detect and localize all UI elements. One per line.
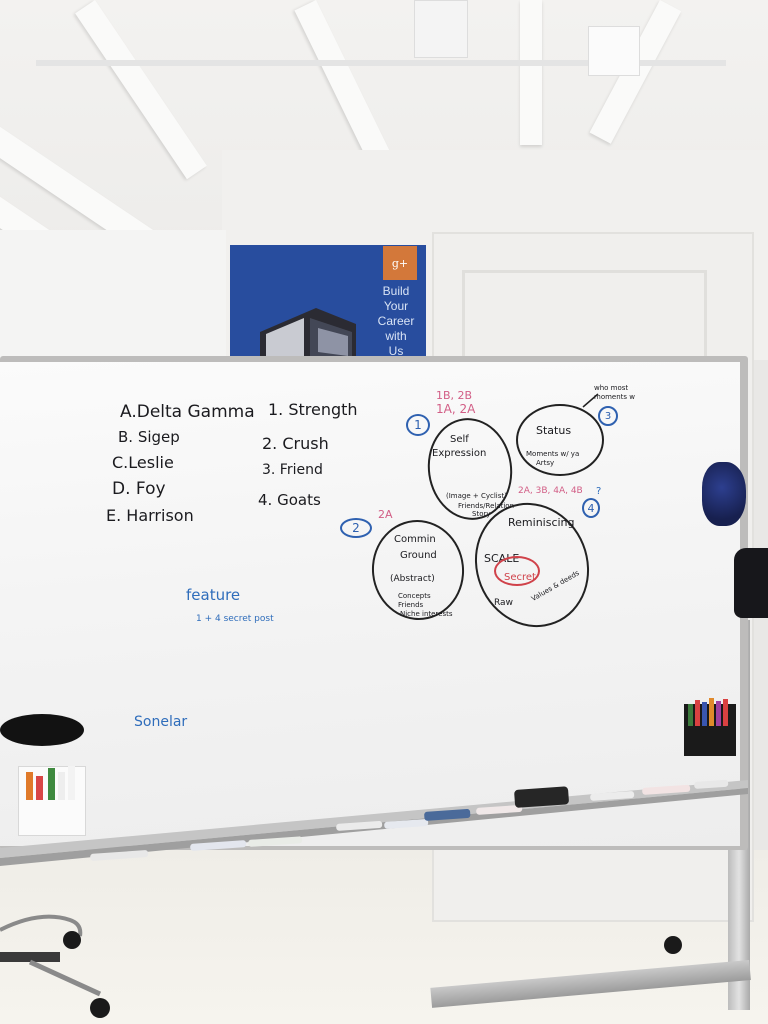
- poster-line: Your: [383, 299, 409, 313]
- poster-line: Build: [382, 284, 410, 298]
- board-eraser[interactable]: [0, 714, 84, 746]
- list-item: 3. Friend: [262, 462, 323, 478]
- cluster-title: Status: [536, 424, 572, 437]
- cluster-circle-status: [516, 404, 604, 476]
- office-chair: [0, 914, 110, 1018]
- hanging-jacket: [734, 548, 768, 618]
- ceiling-conduit: [36, 60, 726, 66]
- board-eraser[interactable]: [702, 462, 746, 526]
- secret-circle: [494, 556, 540, 586]
- cluster-note: Moments w/ ya: [526, 450, 580, 458]
- poster-slogan: Build Your Career with Us: [371, 284, 421, 359]
- arrow-line: [582, 393, 599, 408]
- cluster-title: Reminiscing: [508, 516, 575, 529]
- cluster-codes: 2A, 3B, 4A, 4B: [518, 486, 583, 496]
- list-item: A.Delta Gamma: [120, 402, 255, 422]
- cluster-note: Artsy: [536, 459, 555, 467]
- bottom-word: Sonelar: [134, 714, 188, 730]
- cluster-note: Friends: [398, 601, 424, 609]
- feature-note: 1 + 4 secret post: [196, 614, 274, 624]
- ceiling-beam: [520, 0, 542, 145]
- list-item: E. Harrison: [106, 506, 194, 525]
- cluster-codes: 1B, 2B: [436, 389, 473, 402]
- cluster-number: 3: [598, 406, 618, 426]
- list-item: D. Foy: [112, 479, 166, 499]
- cluster-number: 1: [406, 414, 430, 436]
- poster-line: Us: [388, 344, 404, 358]
- poster-line: Career: [377, 314, 415, 328]
- cluster-number: 4: [582, 498, 600, 518]
- poster-line: with: [385, 329, 407, 343]
- markers-in-cup: [688, 698, 728, 726]
- whiteboard: [0, 362, 740, 846]
- caster-wheel: [664, 936, 682, 954]
- cluster-side-note: who most: [594, 384, 629, 392]
- left-wall: [0, 230, 226, 370]
- cluster-note: Friends/Relation: [458, 502, 515, 510]
- list-item: 4. Goats: [258, 491, 321, 509]
- cluster-side-note: moments w: [594, 393, 636, 401]
- cluster-number: 2: [340, 518, 372, 538]
- cluster-mark: ?: [596, 486, 602, 497]
- cluster-note: Story: [472, 510, 491, 518]
- cluster-title: Expression: [432, 448, 487, 459]
- cluster-note: Niche interests: [400, 610, 453, 618]
- cluster-title: Commin: [394, 534, 436, 545]
- junction-box: [414, 0, 468, 58]
- list-item: B. Sigep: [118, 428, 180, 446]
- cluster-title: Ground: [400, 550, 437, 561]
- door-panel: [462, 270, 707, 365]
- cluster-codes: 1A, 2A: [436, 402, 476, 416]
- cluster-title: Self: [450, 434, 469, 445]
- feature-label: feature: [186, 586, 241, 604]
- list-item: 1. Strength: [268, 400, 358, 419]
- company-logo: g+: [383, 246, 417, 280]
- markers-in-cup: [26, 766, 75, 800]
- list-item: C.Leslie: [112, 453, 174, 472]
- cluster-note: Concepts: [398, 592, 431, 600]
- cluster-raw: Raw: [494, 598, 513, 608]
- junction-box: [588, 26, 640, 76]
- cluster-code: 2A: [378, 508, 393, 521]
- building-illustration: [260, 308, 356, 366]
- list-item: 2. Crush: [262, 434, 329, 453]
- marker-tray: [0, 779, 748, 866]
- cluster-title: (Abstract): [390, 574, 435, 584]
- cluster-note: (Image + Cyclist): [446, 492, 507, 500]
